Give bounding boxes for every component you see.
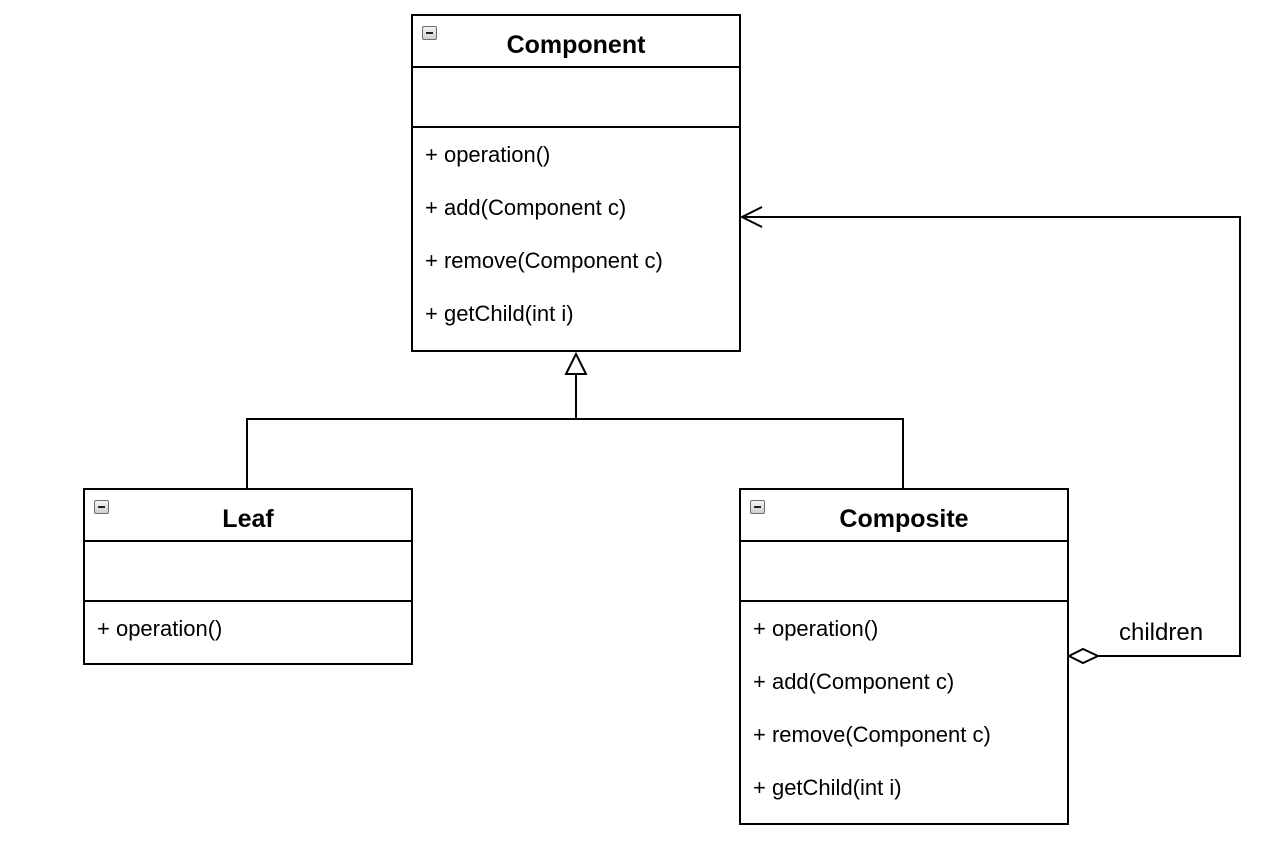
component-operation: + getChild(int i) <box>425 301 574 326</box>
collapse-icon[interactable] <box>94 500 109 514</box>
composite-operation: + remove(Component c) <box>753 722 991 747</box>
leaf-attributes-section <box>85 542 411 602</box>
composite-operations-section: + operation() + add(Component c) + remov… <box>741 602 1067 814</box>
composite-class-header: Composite <box>741 490 1067 542</box>
generalization-arrowhead <box>564 351 588 375</box>
component-operation: + add(Component c) <box>425 195 627 220</box>
aggregation-arrowhead <box>739 206 763 228</box>
component-class-name: Component <box>506 31 646 59</box>
leaf-operations-section: + operation() <box>85 602 411 655</box>
composite-class-box[interactable]: Composite + operation() + add(Component … <box>739 488 1069 825</box>
leaf-class-name: Leaf <box>222 505 274 533</box>
component-operations-section: + operation() + add(Component c) + remov… <box>413 128 739 340</box>
association-label-children: children <box>1119 619 1204 646</box>
component-operation: + remove(Component c) <box>425 248 663 273</box>
composite-attributes-section <box>741 542 1067 602</box>
leaf-operation: + operation() <box>97 616 223 641</box>
aggregation-diamond <box>1066 647 1101 665</box>
composite-operation: + operation() <box>753 616 879 641</box>
component-class-box[interactable]: Component + operation() + add(Component … <box>411 14 741 352</box>
composite-class-name: Composite <box>839 505 969 533</box>
component-attributes-section <box>413 68 739 128</box>
component-class-header: Component <box>413 16 739 68</box>
composite-operation: + add(Component c) <box>753 669 955 694</box>
aggregation-line <box>742 216 1241 657</box>
leaf-class-header: Leaf <box>85 490 411 542</box>
generalization-line-composite <box>576 418 904 488</box>
collapse-icon[interactable] <box>750 500 765 514</box>
component-operation: + operation() <box>425 142 551 167</box>
generalization-line-leaf <box>246 374 577 488</box>
composite-operation: + getChild(int i) <box>753 775 902 800</box>
collapse-icon[interactable] <box>422 26 437 40</box>
leaf-class-box[interactable]: Leaf + operation() <box>83 488 413 665</box>
